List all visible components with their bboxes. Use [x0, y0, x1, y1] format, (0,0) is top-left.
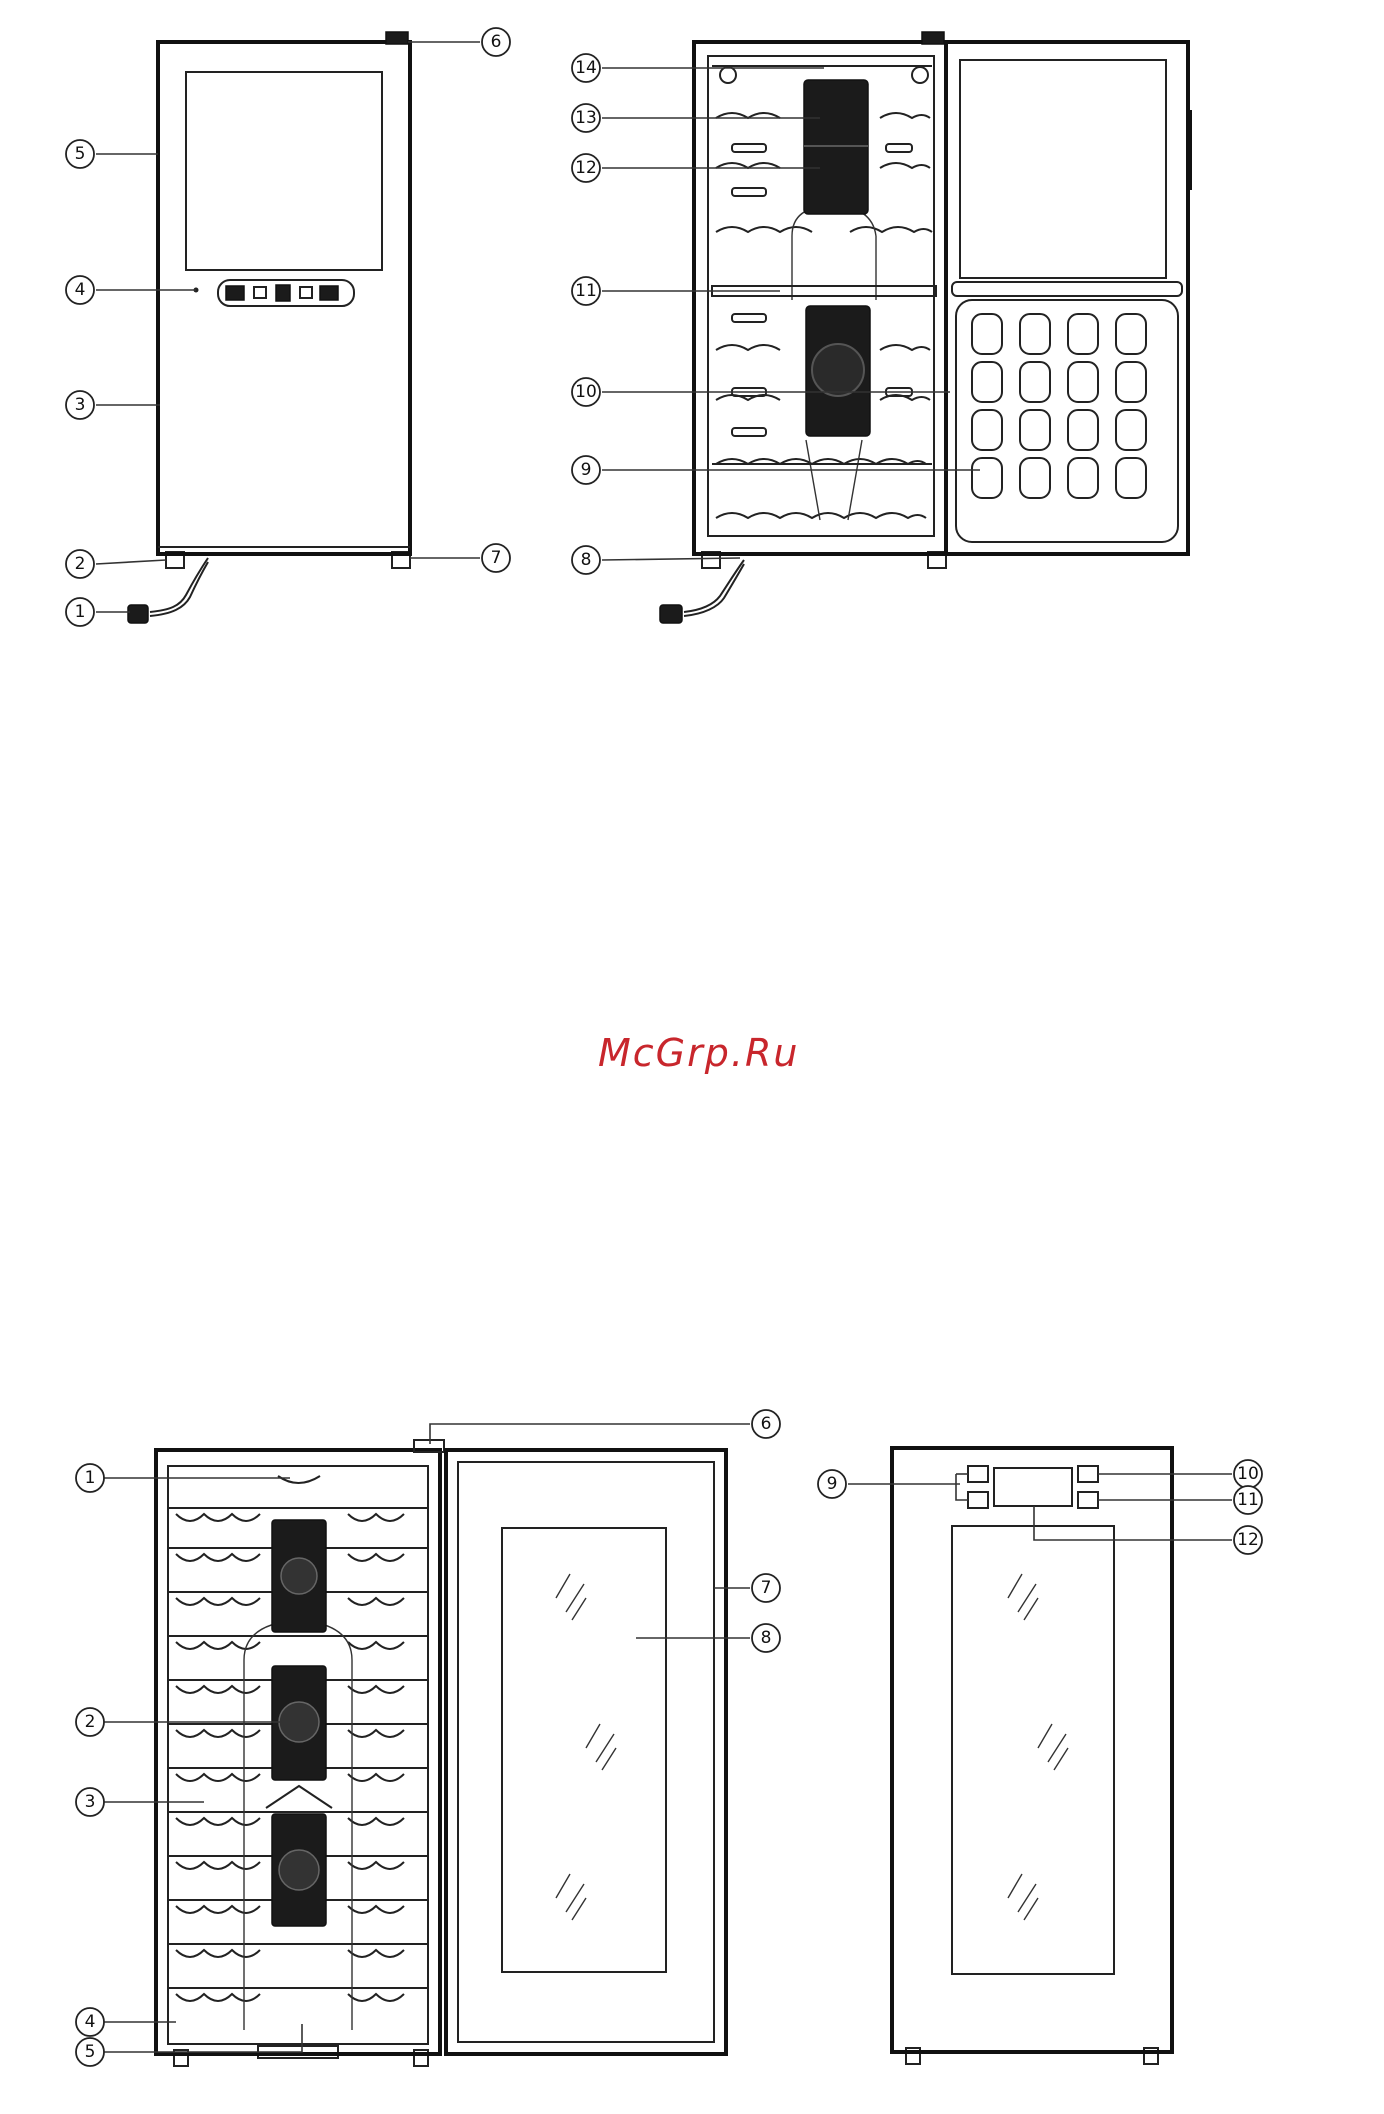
- svg-text:8: 8: [761, 1628, 772, 1648]
- callout-top-open-10: 10: [572, 378, 600, 406]
- svg-text:2: 2: [75, 554, 86, 574]
- svg-text:4: 4: [85, 2012, 96, 2032]
- front-glass-reflections: [1008, 1574, 1068, 1920]
- callout-top-closed-5: 5: [66, 140, 94, 168]
- callout-bottom-front-12: 12: [1234, 1526, 1262, 1554]
- svg-text:4: 4: [75, 280, 86, 300]
- callout-bottom-front-11: 11: [1234, 1486, 1262, 1514]
- callout-bottom-open-7: 7: [752, 1574, 780, 1602]
- callout-bottom-open-3: 3: [76, 1788, 104, 1816]
- svg-text:10: 10: [1237, 1464, 1259, 1484]
- svg-text:11: 11: [1237, 1490, 1259, 1510]
- svg-text:8: 8: [581, 550, 592, 570]
- callout-top-open-8: 8: [572, 546, 600, 574]
- callout-top-closed-7: 7: [482, 544, 510, 572]
- svg-text:14: 14: [575, 58, 597, 78]
- svg-text:9: 9: [827, 1474, 838, 1494]
- closed-cooler-figure: [96, 32, 480, 623]
- callout-top-closed-4: 4: [66, 276, 94, 304]
- svg-text:5: 5: [85, 2042, 96, 2062]
- watermark-text: McGrp.Ru: [598, 1031, 799, 1075]
- callout-bottom-open-5: 5: [76, 2038, 104, 2066]
- callout-bottom-open-8: 8: [752, 1624, 780, 1652]
- callout-top-closed-1: 1: [66, 598, 94, 626]
- front-control-panel: [968, 1466, 1098, 1508]
- svg-text:7: 7: [761, 1578, 772, 1598]
- open-cooler-figure-2: [104, 1424, 750, 2066]
- callout-bottom-front-10: 10: [1234, 1460, 1262, 1488]
- open-cooler-figure: [602, 32, 1190, 623]
- svg-text:3: 3: [75, 395, 86, 415]
- door-bottle-holders: [972, 314, 1146, 498]
- svg-text:10: 10: [575, 382, 597, 402]
- svg-text:11: 11: [575, 281, 597, 301]
- glass-reflections: [556, 1574, 616, 1920]
- svg-text:3: 3: [85, 1792, 96, 1812]
- callout-top-closed-2: 2: [66, 550, 94, 578]
- callout-top-closed-6: 6: [482, 28, 510, 56]
- svg-text:5: 5: [75, 144, 86, 164]
- svg-text:1: 1: [75, 602, 86, 622]
- callout-top-open-14: 14: [572, 54, 600, 82]
- svg-text:2: 2: [85, 1712, 96, 1732]
- svg-text:12: 12: [1237, 1530, 1259, 1550]
- svg-text:9: 9: [581, 460, 592, 480]
- callout-bottom-open-6: 6: [752, 1410, 780, 1438]
- callout-top-open-13: 13: [572, 104, 600, 132]
- callout-top-open-11: 11: [572, 277, 600, 305]
- callout-top-open-9: 9: [572, 456, 600, 484]
- callout-top-open-12: 12: [572, 154, 600, 182]
- callout-bottom-open-2: 2: [76, 1708, 104, 1736]
- svg-text:12: 12: [575, 158, 597, 178]
- callout-bottom-open-4: 4: [76, 2008, 104, 2036]
- svg-text:1: 1: [85, 1468, 96, 1488]
- svg-text:13: 13: [575, 108, 597, 128]
- svg-text:7: 7: [491, 548, 502, 568]
- callout-bottom-front-9: 9: [818, 1470, 846, 1498]
- svg-text:6: 6: [491, 32, 502, 52]
- front-cooler-figure: [848, 1448, 1232, 2064]
- callout-top-closed-3: 3: [66, 391, 94, 419]
- svg-text:6: 6: [761, 1414, 772, 1434]
- callout-bottom-open-1: 1: [76, 1464, 104, 1492]
- control-panel-buttons: [226, 285, 338, 301]
